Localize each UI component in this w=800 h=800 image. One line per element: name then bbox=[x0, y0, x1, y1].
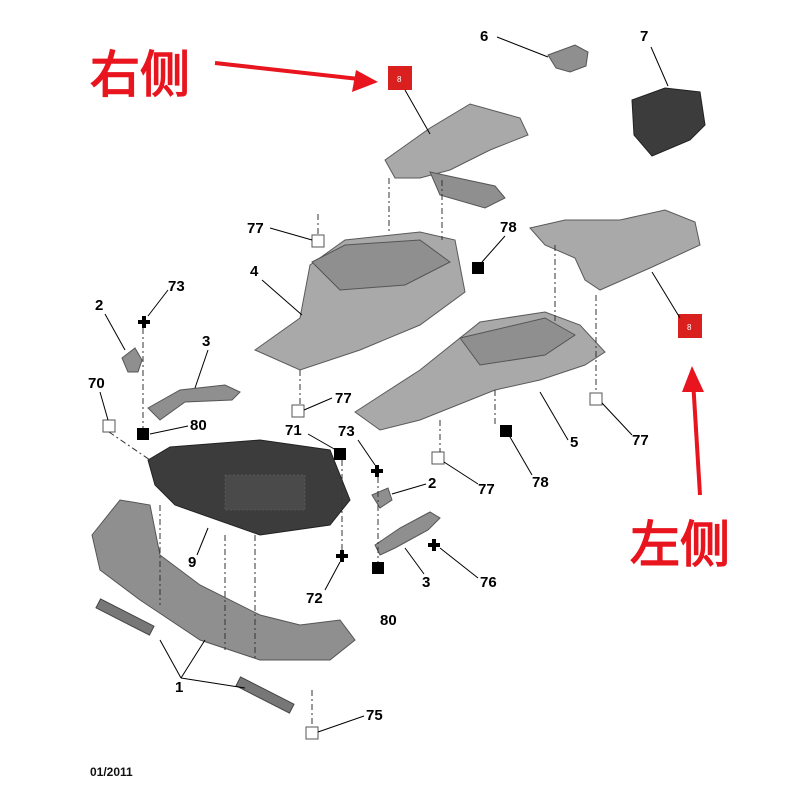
part-7-guard[interactable] bbox=[631, 87, 706, 157]
callout-70: 70 bbox=[88, 375, 105, 392]
assembly-lines bbox=[108, 178, 597, 727]
part-3-bracket-right[interactable] bbox=[374, 511, 441, 556]
callout-77-mid-left: 77 bbox=[335, 390, 352, 407]
clip-77-mid-left[interactable] bbox=[291, 404, 305, 418]
clip-80-left[interactable] bbox=[137, 428, 149, 440]
part-2-bracket-left[interactable] bbox=[121, 347, 143, 373]
clip-77-right[interactable] bbox=[589, 392, 603, 406]
part-1-strip-left[interactable] bbox=[95, 598, 155, 636]
clip-77-upper-left[interactable] bbox=[311, 234, 325, 248]
right-side-arrowhead bbox=[352, 70, 378, 92]
callout-76: 76 bbox=[480, 574, 497, 591]
callout-5: 5 bbox=[570, 434, 578, 451]
callout-73-right: 73 bbox=[338, 423, 355, 440]
clip-77-center[interactable] bbox=[431, 451, 445, 465]
callout-2-right: 2 bbox=[428, 475, 436, 492]
callout-77-center: 77 bbox=[478, 481, 495, 498]
part-8-right-shield[interactable] bbox=[384, 103, 529, 179]
callout-3-left: 3 bbox=[202, 333, 210, 350]
callout-80-right: 80 bbox=[380, 612, 397, 629]
callout-6: 6 bbox=[480, 28, 488, 45]
clip-70[interactable] bbox=[102, 419, 116, 433]
callout-77-upper-left: 77 bbox=[247, 220, 264, 237]
part-3-bracket-left[interactable] bbox=[147, 384, 241, 421]
callout-78-lower: 78 bbox=[532, 474, 549, 491]
callout-77-right: 77 bbox=[632, 432, 649, 449]
callout-3-right: 3 bbox=[422, 574, 430, 591]
fastener-72[interactable] bbox=[336, 550, 348, 562]
part-9-mesh bbox=[224, 474, 306, 511]
callout-9: 9 bbox=[188, 554, 196, 571]
badge-right[interactable] bbox=[388, 66, 412, 90]
date-code: 01/2011 bbox=[90, 765, 133, 779]
badge-left[interactable] bbox=[678, 314, 702, 338]
callout-2-left: 2 bbox=[95, 297, 103, 314]
clip-80-right[interactable] bbox=[372, 562, 384, 574]
fastener-73-left[interactable] bbox=[138, 316, 150, 328]
part-6-bracket[interactable] bbox=[547, 44, 589, 73]
callout-4: 4 bbox=[250, 263, 259, 280]
part-1-strip-right[interactable] bbox=[235, 676, 295, 714]
callout-78-upper: 78 bbox=[500, 219, 517, 236]
fastener-76[interactable] bbox=[428, 539, 440, 551]
callout-7: 7 bbox=[640, 28, 648, 45]
part-1-front-shield[interactable] bbox=[91, 499, 356, 661]
part-8-left-shield[interactable] bbox=[529, 209, 701, 291]
right-side-arrow bbox=[214, 61, 369, 82]
part-8-right-tab bbox=[429, 171, 506, 209]
left-side-arrow bbox=[691, 379, 702, 496]
clip-78-lower[interactable] bbox=[500, 425, 512, 437]
callout-72: 72 bbox=[306, 590, 323, 607]
callout-75: 75 bbox=[366, 707, 383, 724]
clip-71[interactable] bbox=[334, 448, 346, 460]
part-4-ridge bbox=[311, 239, 451, 291]
badge-right-text: 8 bbox=[397, 75, 402, 84]
left-side-arrowhead bbox=[682, 366, 704, 392]
part-2-bracket-right[interactable] bbox=[371, 487, 393, 509]
callout-71: 71 bbox=[285, 422, 302, 439]
part-5-ridge bbox=[459, 317, 576, 366]
right-side-label: 右侧 bbox=[90, 46, 190, 104]
clip-75[interactable] bbox=[305, 726, 319, 740]
callout-73-left: 73 bbox=[168, 278, 185, 295]
callout-80-left: 80 bbox=[190, 417, 207, 434]
clip-78-upper[interactable] bbox=[472, 262, 484, 274]
fastener-73-right[interactable] bbox=[371, 465, 383, 477]
badge-left-text: 8 bbox=[687, 323, 692, 332]
left-side-label: 左侧 bbox=[630, 516, 730, 574]
callout-1: 1 bbox=[175, 679, 183, 696]
